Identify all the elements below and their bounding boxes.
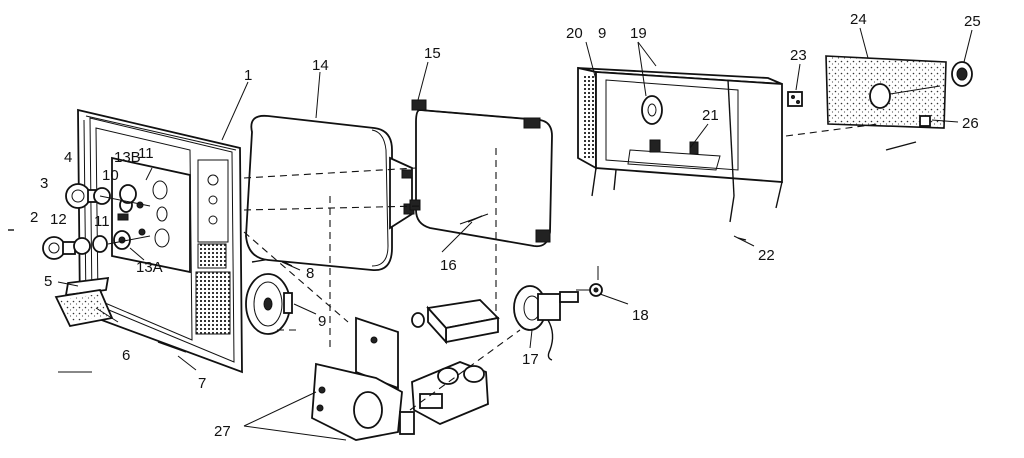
knob-2-part [42, 236, 76, 260]
label-19: 19 [630, 25, 647, 42]
chassis-bracket-part [311, 316, 415, 441]
label-14: 14 [312, 57, 329, 74]
label-10: 10 [102, 167, 119, 184]
hv-module-part [411, 299, 500, 345]
label-9-speaker: 9 [318, 313, 326, 330]
label-1: 1 [244, 67, 252, 84]
label-26: 26 [962, 115, 979, 132]
label-12: 12 [50, 211, 67, 228]
label-3: 3 [40, 175, 48, 192]
label-8: 8 [306, 265, 314, 282]
plug-23-part [787, 91, 803, 107]
back-cover-part [825, 55, 947, 129]
assembly-guides [243, 123, 879, 411]
knob-12-part [73, 235, 108, 255]
label-25: 25 [964, 13, 981, 30]
label-16: 16 [440, 257, 457, 274]
label-13b: 13B [114, 149, 141, 166]
antenna-cup-part [951, 61, 973, 87]
label-2: 2 [30, 209, 38, 226]
label-11: 11 [138, 145, 154, 162]
clip-26-part [919, 115, 931, 127]
label-21: 21 [702, 107, 719, 124]
socket-18-part [576, 266, 603, 297]
label-11-lower: 11 [94, 213, 110, 230]
label-20: 20 [566, 25, 583, 42]
label-4: 4 [64, 149, 72, 166]
picture-tube-part [245, 114, 415, 271]
speaker-part [245, 273, 293, 335]
tuner-part [411, 361, 489, 425]
label-9-top: 9 [598, 25, 606, 42]
tube-frame-part [409, 99, 553, 248]
label-22: 22 [758, 247, 775, 264]
label-23: 23 [790, 47, 807, 64]
screw-7-part [58, 341, 187, 373]
label-15: 15 [424, 45, 441, 62]
label-27: 27 [214, 423, 231, 440]
deflection-yoke-part [513, 285, 579, 361]
label-7: 7 [198, 375, 206, 392]
label-6: 6 [122, 347, 130, 364]
card-part [54, 289, 114, 328]
callout-labels: 1 14 15 20 9 19 21 23 24 25 26 22 4 3 2 … [30, 11, 981, 440]
knob-13b-part [119, 184, 137, 204]
label-24: 24 [850, 11, 867, 28]
leader-lines [8, 27, 973, 441]
label-18: 18 [632, 307, 649, 324]
label-13a: 13A [136, 259, 163, 276]
label-5: 5 [44, 273, 52, 290]
cabinet-part [577, 66, 783, 223]
label-17: 17 [522, 351, 539, 368]
